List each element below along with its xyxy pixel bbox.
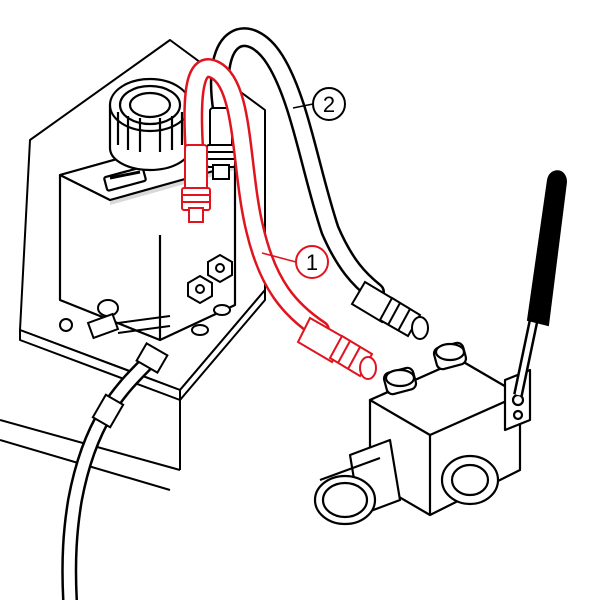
callout-2: 2 <box>292 87 346 121</box>
drain-fitting <box>91 341 169 429</box>
control-valve <box>313 341 532 526</box>
filler-cap <box>108 77 192 172</box>
hose-1 <box>183 58 330 340</box>
callout-1-label: 1 <box>306 250 318 275</box>
callout-1: 1 <box>261 245 329 279</box>
handle-grip <box>526 170 568 327</box>
drain-hose <box>61 352 158 600</box>
callout-2-label: 2 <box>323 92 335 117</box>
hose-2 <box>209 27 385 302</box>
hose-1-valve-fitting <box>296 316 377 380</box>
lever-handle <box>513 170 568 397</box>
suction-fitting <box>59 299 171 340</box>
hose-1-tank-fitting <box>181 144 211 223</box>
hose-2-valve-fitting <box>350 280 429 340</box>
mounting-nuts <box>187 253 233 336</box>
